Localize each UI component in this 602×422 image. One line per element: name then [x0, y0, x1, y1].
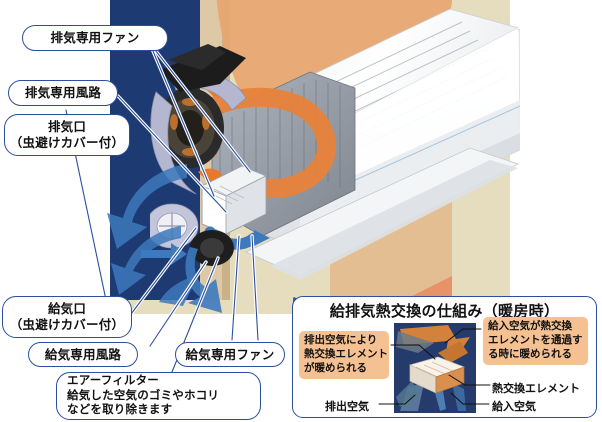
inset-title: 給排気熱交換の仕組み（暖房時） [329, 303, 560, 320]
callout-exhaust-duct[interactable]: 排気専用風路 [8, 80, 118, 106]
callout-air-filter[interactable]: エアーフィルター 給気した空気のゴミやホコリ などを取り除きます [56, 372, 261, 420]
inset-label-supply-air: 給入空気 [492, 401, 536, 413]
callout-supply-port[interactable]: 給気口 （虫避けカバー付） [2, 296, 132, 338]
callout-supply-duct[interactable]: 給気専用風路 [28, 342, 138, 367]
callout-exhaust-port[interactable]: 排気口 （虫避けカバー付） [4, 114, 130, 156]
inset-panel-heat-exchange: 給排気熱交換の仕組み（暖房時） [292, 296, 597, 418]
airflow-arrow-supply [170, 245, 260, 315]
inset-callout-exhaust-warms-element: 排出空気により 熱交換エレメント が暖められる [299, 331, 389, 379]
inset-label-heat-exchange-element: 熱交換エレメント [492, 383, 580, 395]
inset-callout-supply-warmed: 給入空気が熱交換 エレメントを通過す る時に暖められる [483, 317, 588, 365]
callout-exhaust-fan[interactable]: 排気専用ファン [22, 25, 168, 51]
air-conditioner-illustration [150, 0, 520, 310]
inset-label-exhaust-air: 排出空気 [325, 401, 369, 413]
callout-supply-fan[interactable]: 給気専用ファン [175, 342, 285, 367]
inset-illustration [394, 323, 476, 413]
